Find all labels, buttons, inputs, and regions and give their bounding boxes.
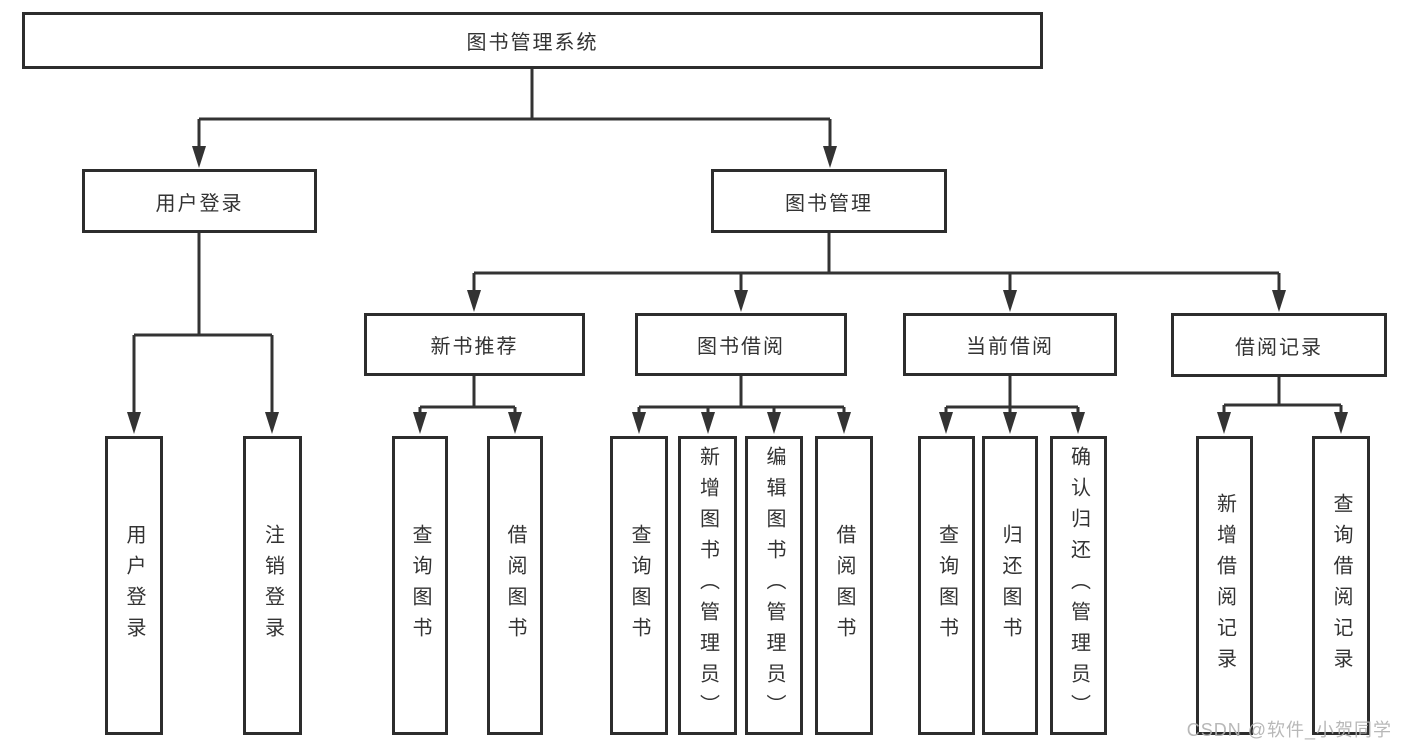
leaf-return-books: 归还图书 [982,436,1038,735]
node-label: 图书借阅 [697,336,785,358]
node-current-borrowing: 当前借阅 [903,313,1117,376]
leaf-label: 用户登录 [123,523,145,648]
node-book-borrowing: 图书借阅 [635,313,847,376]
node-label: 借阅记录 [1235,336,1323,359]
leaf-label: 查询图书 [409,523,431,648]
leaf-label: 借阅图书 [504,523,526,648]
leaf-label: 新增借阅记录 [1213,492,1236,679]
node-label: 当前借阅 [966,336,1054,358]
leaf-edit-books-admin: 编辑图书（管理员） [745,436,803,735]
leaf-label: 查询图书 [935,523,958,648]
leaf-borrow-books: 借阅图书 [815,436,873,735]
leaf-label: 确认归还（管理员） [1067,446,1090,725]
leaf-add-books-admin: 新增图书（管理员） [678,436,737,735]
leaf-logout: 注销登录 [243,436,302,735]
node-library-management-system: 图书管理系统 [22,12,1043,69]
leaf-label: 编辑图书（管理员） [763,446,785,725]
node-borrowing-records: 借阅记录 [1171,313,1387,377]
leaf-label: 注销登录 [261,523,284,648]
leaf-label: 查询借阅记录 [1330,492,1352,679]
leaf-borrow-books-recommend: 借阅图书 [487,436,543,735]
node-new-book-recommend: 新书推荐 [364,313,585,376]
leaf-label: 借阅图书 [833,523,855,648]
leaf-user-login: 用户登录 [105,436,163,735]
node-label: 用户登录 [155,192,244,215]
leaf-query-books-recommend: 查询图书 [392,436,448,735]
leaf-query-borrow-record: 查询借阅记录 [1312,436,1370,735]
leaf-label: 查询图书 [628,523,650,648]
leaf-label: 归还图书 [999,523,1021,648]
node-label: 图书管理系统 [466,32,599,54]
csdn-watermark: CSDN @软件_小贺同学 [1186,720,1392,740]
node-book-management: 图书管理 [711,169,947,233]
leaf-query-books-current: 查询图书 [918,436,975,735]
node-label: 新书推荐 [430,336,519,358]
connector-paths [132,69,1343,414]
leaf-label: 新增图书（管理员） [696,446,719,725]
arrowheads [127,146,1348,434]
leaf-confirm-return-admin: 确认归还（管理员） [1050,436,1107,735]
leaf-add-borrow-record: 新增借阅记录 [1196,436,1253,735]
node-user-login: 用户登录 [82,169,317,233]
node-label: 图书管理 [785,192,873,215]
leaf-query-books-borrow: 查询图书 [610,436,668,735]
